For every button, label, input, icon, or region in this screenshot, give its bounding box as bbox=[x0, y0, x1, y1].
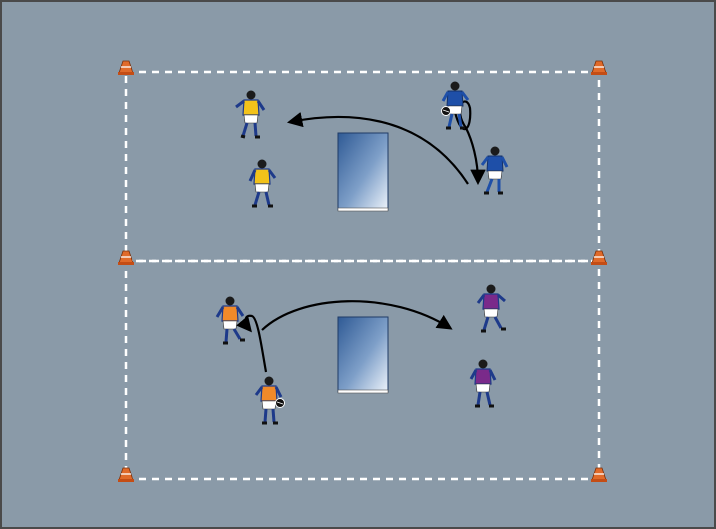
ball-icon bbox=[276, 399, 285, 408]
screen-bottom bbox=[338, 317, 388, 393]
screen-top bbox=[338, 133, 388, 211]
ball-icon bbox=[442, 107, 451, 116]
